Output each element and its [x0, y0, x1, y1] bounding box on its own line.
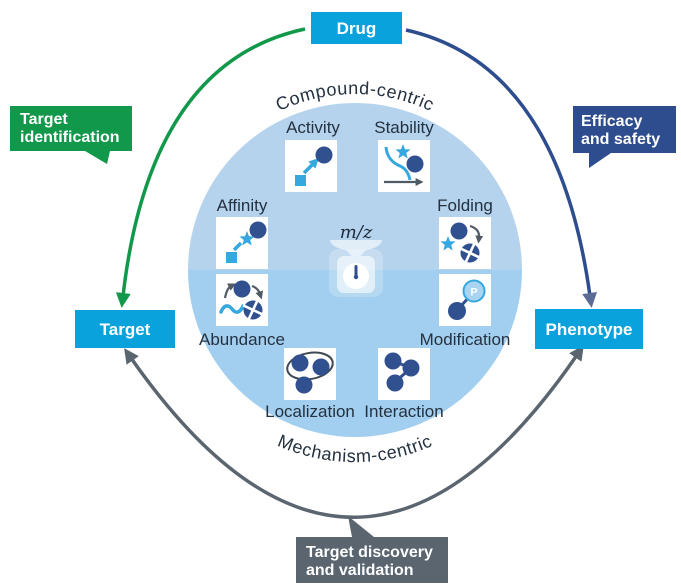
folding-item: Folding [437, 196, 493, 269]
target-node: Target [75, 310, 175, 348]
efficacy-safety-tail [589, 153, 611, 168]
phenotype-node-label: Phenotype [546, 320, 633, 339]
efficacy-safety-callout: Efficacy and safety [573, 106, 676, 168]
activity-item: Activity [285, 118, 340, 192]
efficacy-safety-line1: Efficacy [581, 113, 642, 130]
interaction-item: Interaction [364, 348, 444, 421]
efficacy-safety-arrow [405, 28, 598, 308]
protein-abundance-icon [219, 280, 269, 326]
localization-icon-box [284, 348, 336, 400]
phosphorylation-icon: P [448, 279, 486, 320]
modification-label: Modification [420, 330, 511, 349]
mass-spectrometry-scale-icon: m/z [329, 222, 383, 297]
target-discovery-line2: and validation [306, 562, 414, 579]
protein-folding-icon [440, 222, 486, 269]
target-identification-arrow [115, 27, 306, 308]
stability-item: Stability [374, 118, 434, 192]
stability-label: Stability [374, 118, 434, 137]
modification-item: P Modification [420, 274, 511, 349]
target-identification-line1: Target [20, 111, 68, 128]
target-identification-callout: Target identification [10, 106, 132, 164]
subcellular-localization-icon [286, 351, 334, 394]
ligand-affinity-icon [226, 221, 267, 263]
localization-item: Localization [265, 348, 355, 421]
thermal-stability-curve-icon [384, 144, 424, 186]
localization-label: Localization [265, 402, 355, 421]
target-node-label: Target [100, 320, 151, 339]
phenotype-node: Phenotype [535, 309, 643, 349]
target-discovery-line1: Target discovery [306, 544, 433, 561]
target-identification-line2: identification [20, 129, 120, 146]
abundance-label: Abundance [199, 330, 285, 349]
affinity-item: Affinity [216, 196, 268, 269]
protein-interaction-network-icon [384, 352, 420, 392]
target-discovery-arrow [124, 345, 584, 519]
phospho-p-label: P [470, 287, 477, 299]
abundance-item: Abundance [199, 274, 285, 349]
target-discovery-callout: Target discovery and validation [296, 516, 448, 583]
target-discovery-tail [348, 516, 374, 537]
target-identification-tail [85, 151, 110, 164]
scale-needle-pivot [353, 274, 359, 280]
drug-binding-activity-icon [295, 146, 333, 186]
folding-label: Folding [437, 196, 493, 215]
efficacy-safety-line2: and safety [581, 131, 660, 148]
affinity-label: Affinity [217, 196, 268, 215]
drug-node-label: Drug [337, 19, 377, 38]
mz-label: m/z [340, 222, 373, 243]
drug-node: Drug [311, 12, 402, 44]
activity-label: Activity [286, 118, 340, 137]
interaction-label: Interaction [364, 402, 443, 421]
